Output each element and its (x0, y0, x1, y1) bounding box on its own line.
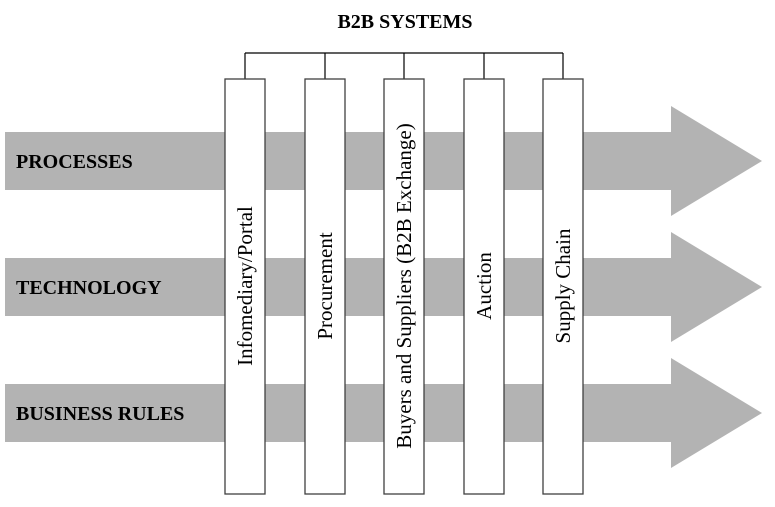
column-label-procurement: Procurement (313, 232, 337, 339)
column-box-buyers-and-suppliers (383, 78, 425, 495)
diagram-title: B2B SYSTEMS (337, 11, 472, 33)
column-auction: Auction (463, 78, 505, 495)
arrow-label-technology: TECHNOLOGY (16, 277, 162, 299)
column-box-supply-chain (542, 78, 584, 495)
column-box-procurement (304, 78, 346, 495)
column-label-supply-chain: Supply Chain (551, 228, 575, 343)
systems-bracket (244, 52, 564, 79)
column-infomediary-portal: Infomediary/Portal (224, 78, 266, 495)
column-label-buyers-and-suppliers: Buyers and Suppliers (B2B Exchange) (392, 123, 416, 448)
arrow-label-business-rules: BUSINESS RULES (16, 403, 184, 425)
columns-group: Infomediary/Portal Procurement Buyers an… (224, 78, 584, 495)
column-buyers-and-suppliers: Buyers and Suppliers (B2B Exchange) (383, 78, 425, 495)
column-label-auction: Auction (472, 252, 496, 320)
column-box-infomediary-portal (224, 78, 266, 495)
arrow-label-processes: PROCESSES (16, 151, 133, 173)
column-label-infomediary-portal: Infomediary/Portal (233, 206, 257, 366)
column-box-auction (463, 78, 505, 495)
column-procurement: Procurement (304, 78, 346, 495)
column-supply-chain: Supply Chain (542, 78, 584, 495)
